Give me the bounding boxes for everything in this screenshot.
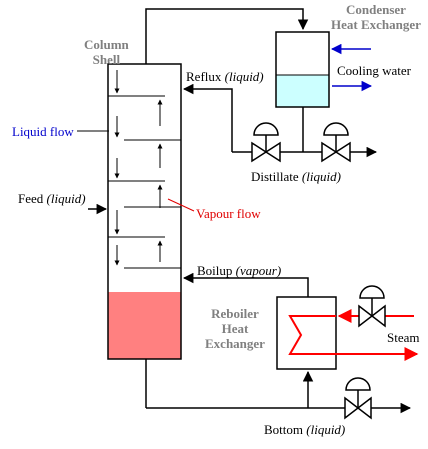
column-label: Column Shell bbox=[84, 37, 129, 68]
condenser-label: Condenser Heat Exchanger bbox=[331, 2, 421, 33]
bottom-label: Bottom (liquid) bbox=[264, 423, 345, 436]
liquid-flow-label: Liquid flow bbox=[12, 124, 74, 139]
reflux-note: (liquid) bbox=[224, 69, 264, 84]
condenser-title: Condenser bbox=[345, 2, 406, 17]
distillate-text: Distillate bbox=[251, 169, 299, 184]
reboiler-subtitle-1: Heat bbox=[221, 320, 249, 336]
bottom-text: Bottom bbox=[264, 422, 304, 437]
column-bottom-liquid bbox=[108, 292, 181, 359]
distillate-valve bbox=[321, 122, 351, 163]
distillate-note: (liquid) bbox=[301, 169, 341, 184]
reboiler-title: Reboiler bbox=[211, 306, 259, 321]
feed-text: Feed bbox=[18, 191, 44, 206]
cooling-water-label: Cooling water bbox=[337, 63, 412, 78]
feed-note: (liquid) bbox=[46, 191, 86, 206]
boilup-label: Boilup (vapour) bbox=[197, 264, 281, 277]
boilup-line bbox=[182, 272, 309, 297]
reflux-valve bbox=[251, 122, 281, 163]
vapour-flow-pointer bbox=[167, 198, 195, 212]
distillate-label: Distillate (liquid) bbox=[251, 170, 341, 183]
column-shell bbox=[107, 63, 182, 360]
reflux-label: Reflux (liquid) bbox=[186, 70, 264, 83]
steam-valve bbox=[358, 285, 386, 328]
condenser-subtitle: Heat Exchanger bbox=[331, 16, 421, 32]
column-trays bbox=[108, 95, 181, 269]
reflux-text: Reflux bbox=[186, 69, 222, 84]
bottom-valve bbox=[344, 377, 372, 420]
steam-label: Steam bbox=[387, 330, 420, 345]
reboiler-vessel bbox=[276, 296, 337, 370]
column-title: Column bbox=[84, 37, 129, 52]
reboiler-subtitle-2: Exchanger bbox=[205, 335, 265, 351]
reboiler-label: Reboiler Heat Exchanger bbox=[205, 306, 265, 352]
overhead-vapour-line bbox=[145, 8, 309, 64]
vapour-flow-label: Vapour flow bbox=[196, 206, 261, 221]
condenser-vessel bbox=[275, 31, 330, 108]
feed-label: Feed (liquid) bbox=[18, 192, 86, 205]
bottom-note: (liquid) bbox=[306, 422, 346, 437]
boilup-text: Boilup bbox=[197, 263, 233, 278]
boilup-note: (vapour) bbox=[235, 263, 282, 278]
column-subtitle: Shell bbox=[92, 51, 121, 67]
